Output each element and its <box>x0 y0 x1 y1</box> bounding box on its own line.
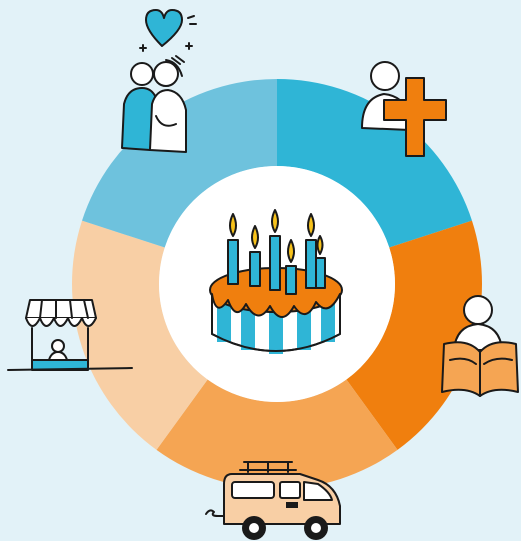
segment-learning <box>156 379 398 490</box>
camper-van-icon <box>205 461 341 540</box>
couple-with-heart-icon <box>121 9 197 153</box>
birthday-cake-icon <box>209 209 343 354</box>
person-reading-book-icon <box>441 295 519 397</box>
segment-travel <box>72 220 208 450</box>
segment-shop <box>82 79 277 248</box>
segment-health <box>346 220 482 450</box>
segment-love <box>277 79 472 248</box>
market-stall-icon <box>7 299 133 371</box>
person-with-medical-cross-icon <box>361 61 447 157</box>
ring <box>72 79 482 490</box>
